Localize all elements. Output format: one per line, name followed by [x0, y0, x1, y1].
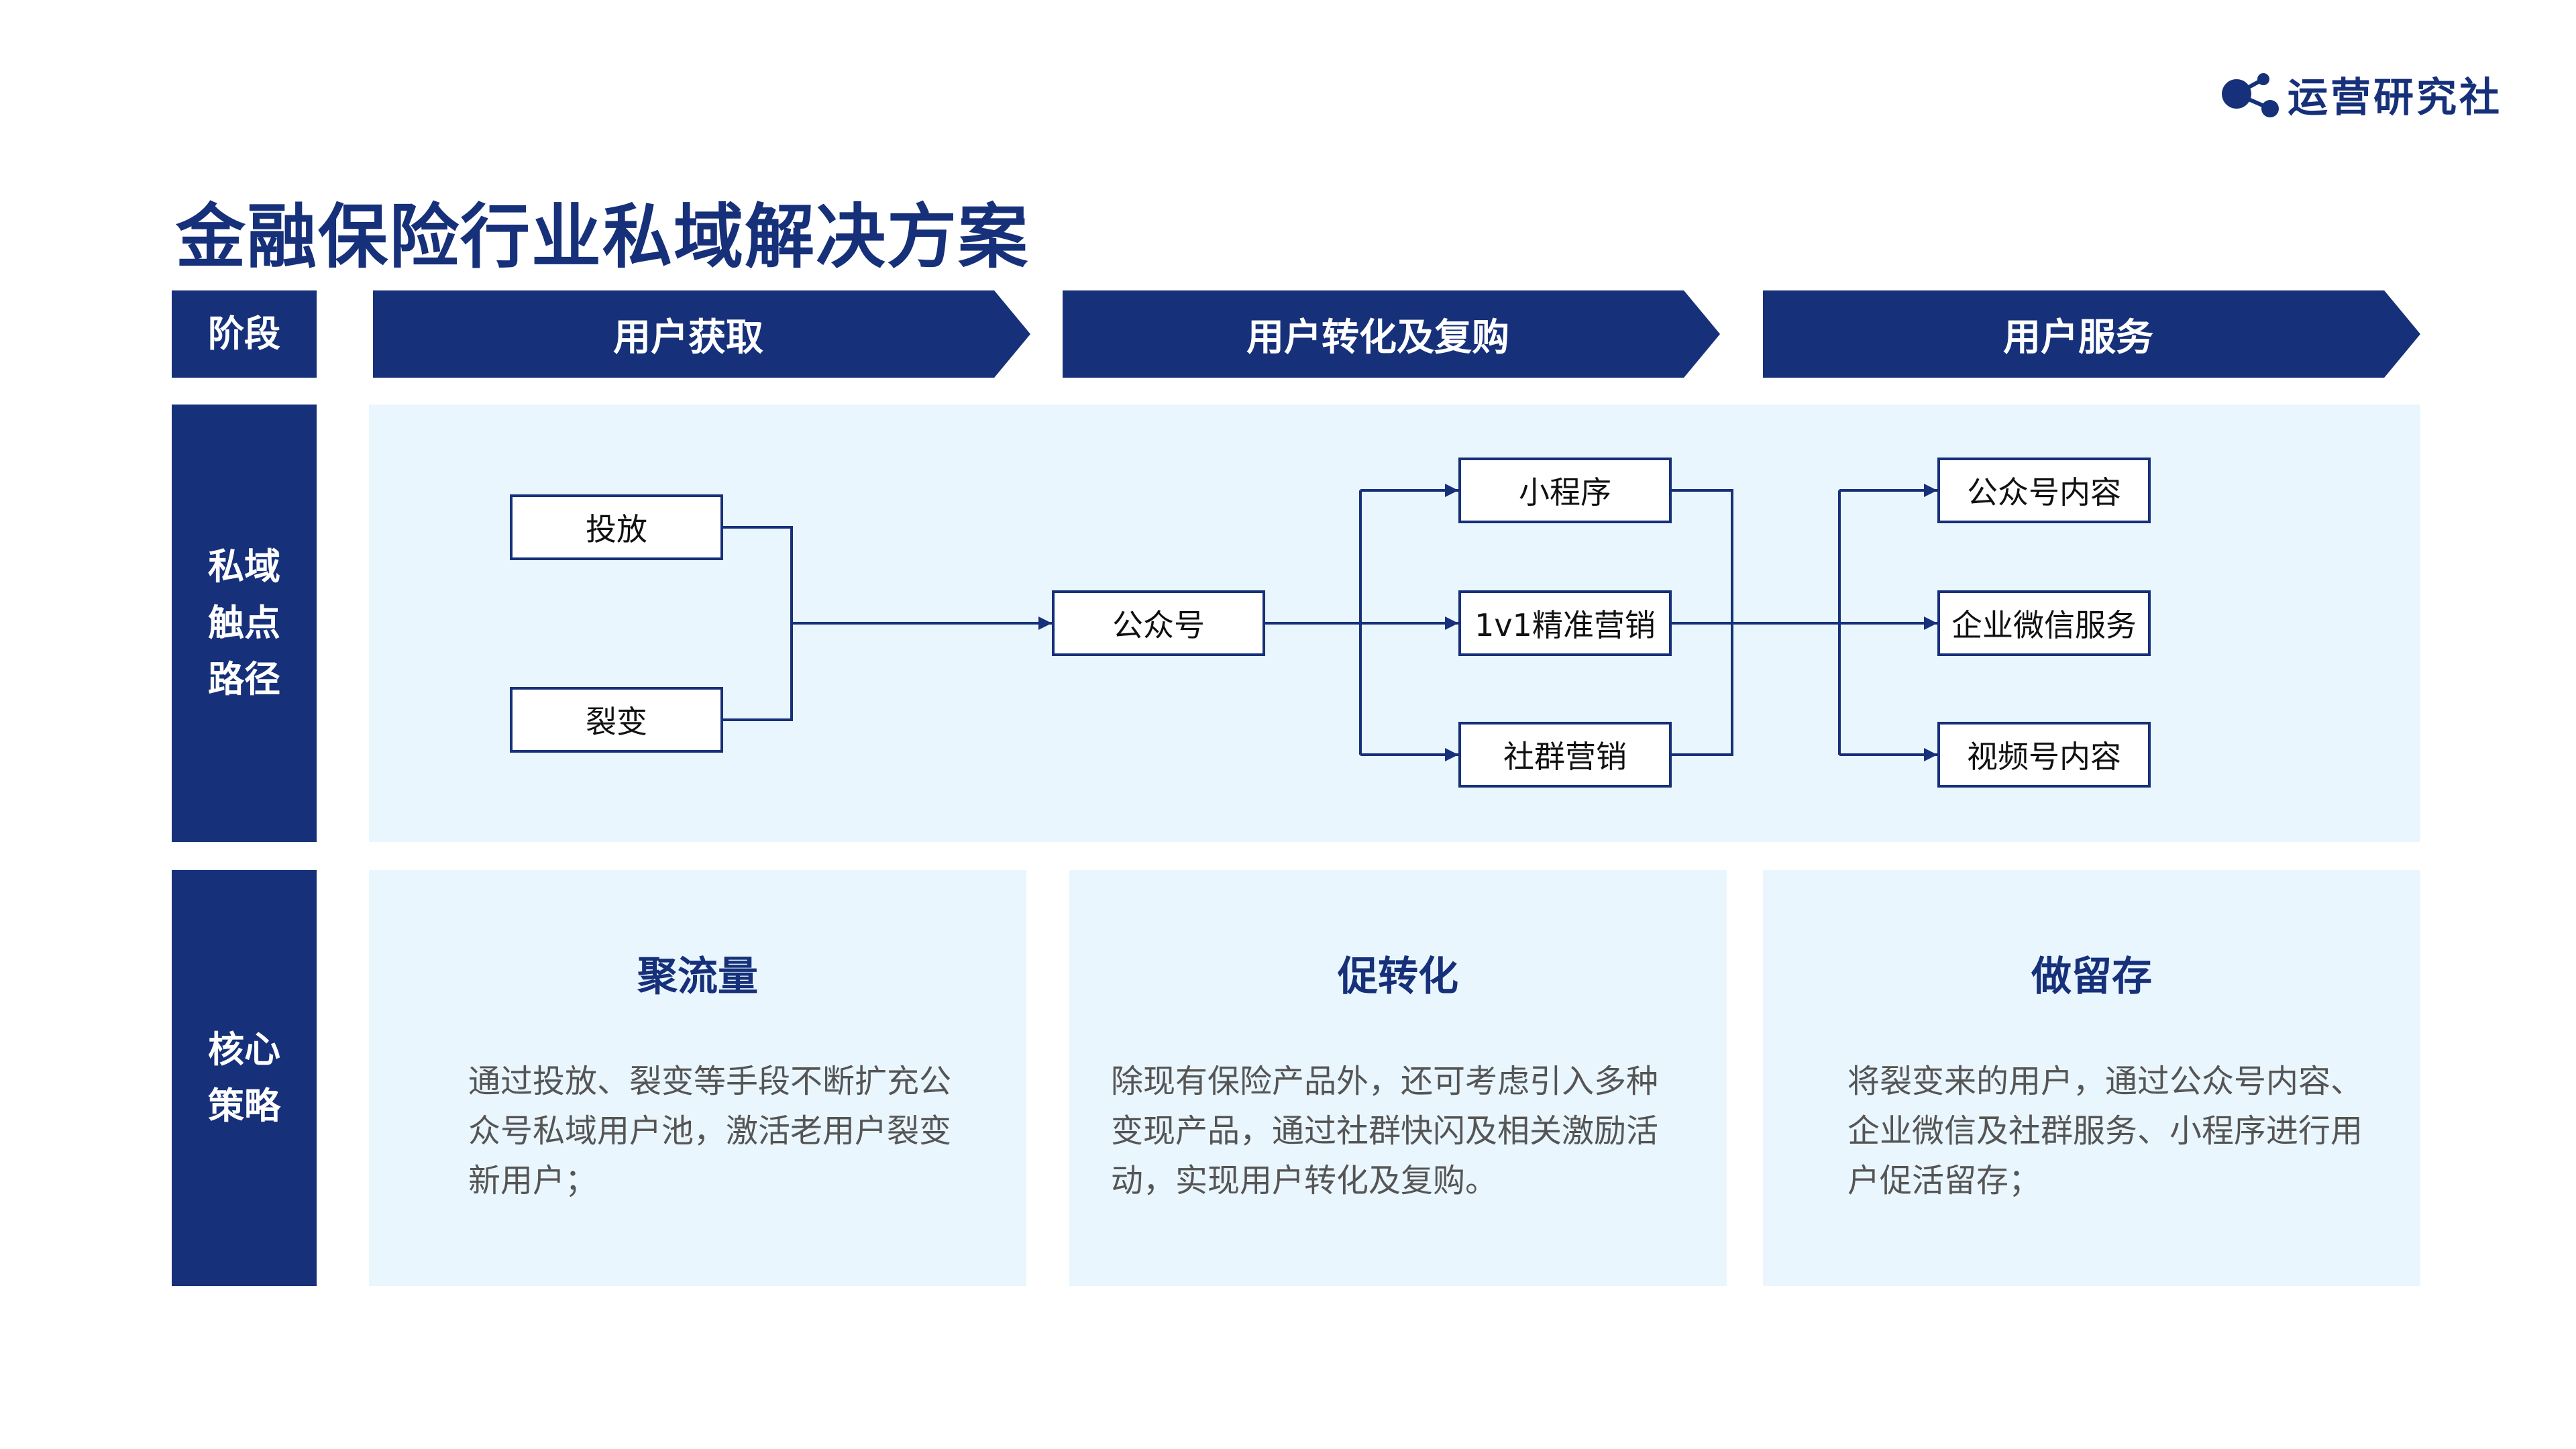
strategy-card-traffic: 聚流量 通过投放、裂变等手段不断扩充公众号私域用户池，激活老用户裂变新用户；	[369, 870, 1026, 1286]
node-official-account: 公众号	[1052, 590, 1265, 656]
node-mini-program: 小程序	[1458, 458, 1672, 523]
node-ad-placement: 投放	[510, 494, 723, 560]
node-community-marketing: 社群营销	[1458, 722, 1672, 788]
strategy-description: 除现有保险产品外，还可考虑引入多种变现产品，通过社群快闪及相关激励活动，实现用户…	[1111, 1063, 1659, 1199]
molecule-logo-icon	[2222, 73, 2279, 117]
stage-label: 用户获取	[613, 315, 763, 360]
stage-label: 用户转化及复购	[1246, 315, 1509, 360]
row-label-stage: 阶段	[172, 290, 317, 378]
brand-name: 运营研究社	[2288, 74, 2502, 121]
strategy-description: 通过投放、裂变等手段不断扩充公众号私域用户池，激活老用户裂变新用户；	[468, 1063, 952, 1199]
node-wecom-service: 企业微信服务	[1937, 590, 2151, 656]
strategy-title: 聚流量	[637, 953, 758, 1000]
brand-logo: 运营研究社	[2216, 67, 2502, 121]
strategy-description: 将裂变来的用户，通过公众号内容、企业微信及社群服务、小程序进行用户促活留存；	[1847, 1063, 2363, 1199]
strategy-title: 做留存	[2031, 953, 2152, 1000]
node-viral-fission: 裂变	[510, 687, 723, 753]
connector-source-merge	[723, 526, 793, 721]
stage-chevron-acquisition: 用户获取	[373, 290, 1030, 378]
flow-connectors	[723, 484, 1937, 761]
stage-chevron-service: 用户服务	[1763, 290, 2420, 378]
stage-chevron-conversion: 用户转化及复购	[1063, 290, 1720, 378]
row-label-core-strategy: 核心 策略	[172, 870, 317, 1286]
strategy-card-conversion: 促转化 除现有保险产品外，还可考虑引入多种变现产品，通过社群快闪及相关激励活动，…	[1069, 870, 1727, 1286]
strategy-card-retention: 做留存 将裂变来的用户，通过公众号内容、企业微信及社群服务、小程序进行用户促活留…	[1763, 870, 2420, 1286]
stage-label: 用户服务	[2003, 315, 2153, 360]
node-official-account-content: 公众号内容	[1937, 458, 2151, 523]
node-1v1-marketing: 1v1精准营销	[1458, 590, 1672, 656]
row-label-touchpoint-path: 私域 触点 路径	[172, 405, 317, 842]
node-channels-content: 视频号内容	[1937, 722, 2151, 788]
strategy-title: 促转化	[1338, 953, 1458, 1000]
touchpoint-flow-panel: 投放 裂变 公众号 小程序 1v1精准营销 社群营销 公众号内容 企业微信服务 …	[369, 405, 2420, 842]
page-title: 金融保险行业私域解决方案	[176, 196, 1030, 278]
